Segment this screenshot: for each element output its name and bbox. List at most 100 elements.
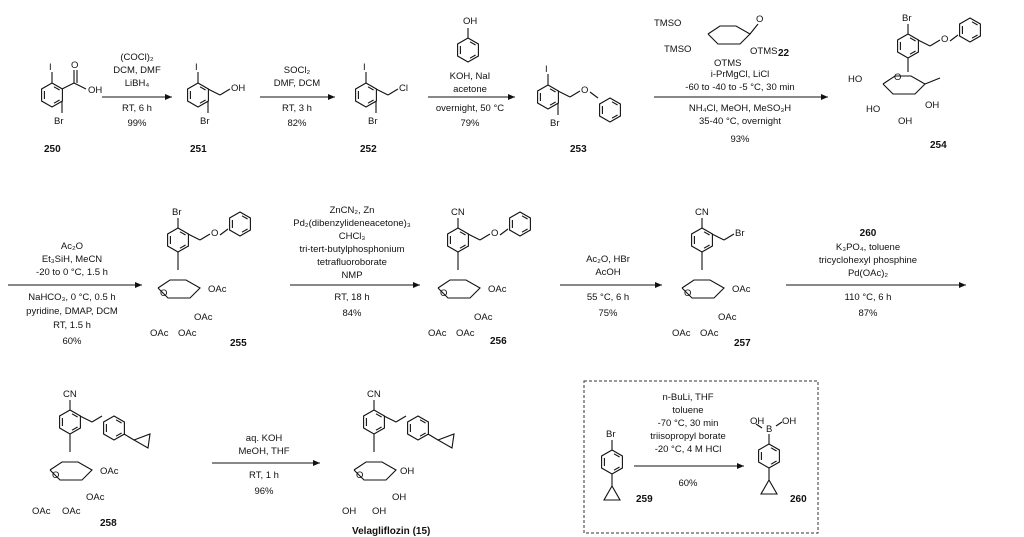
compound-id: 256 (490, 336, 507, 347)
atom-label: OAc (194, 312, 213, 323)
condition: tetrafluoroborate (317, 257, 387, 268)
condition: NH₄Cl, MeOH, MeSO₃H (689, 103, 791, 114)
condition: Ac₂O, HBr (586, 254, 630, 265)
condition: CHCl₃ (339, 231, 366, 242)
atom-label: O (581, 85, 588, 96)
atom-label: Br (54, 116, 64, 127)
condition: RT, 1.5 h (53, 320, 91, 331)
atom-label: Br (200, 116, 210, 127)
atom-label: OAc (178, 328, 197, 339)
compound-251: I Br OH 251 (187, 62, 245, 155)
compound-velagliflozin: CN O OH OH OH OH Velagliflozin (15) (342, 389, 455, 537)
compound-255: Br O O OAc OAc OAc OAc 255 (150, 207, 251, 349)
compound-257: CN Br O OAc OAc OAc OAc 257 (672, 207, 751, 349)
condition: NMP (341, 270, 362, 281)
condition: RT, 1 h (249, 470, 279, 481)
condition: acetone (453, 84, 487, 95)
atom-label: OH (400, 466, 414, 477)
atom-label: OTMS (750, 46, 777, 57)
atom-label: TMSO (654, 18, 681, 29)
reagent-260-label: 260 (860, 228, 877, 239)
atom-label: HO (866, 104, 880, 115)
atom-label: O (52, 470, 59, 481)
atom-label: CN (695, 207, 709, 218)
condition: -60 to -40 to -5 °C, 30 min (685, 82, 794, 93)
atom-label: OAc (456, 328, 475, 339)
compound-256: CN O O OAc OAc OAc OAc 256 (428, 207, 531, 347)
compound-id: 253 (570, 144, 587, 155)
condition: Ac₂O (61, 241, 83, 252)
atom-label: OAc (718, 312, 737, 323)
condition: ZnCN₂, Zn (330, 205, 375, 216)
condition: n-BuLi, THF (662, 392, 713, 403)
condition: aq. KOH (246, 433, 283, 444)
condition: RT, 3 h (282, 103, 312, 114)
condition: overnight, 50 °C (436, 103, 504, 114)
atom-label: O (894, 72, 901, 83)
atom-label: O (71, 60, 78, 71)
compound-id: 257 (734, 338, 751, 349)
atom-label: I (195, 62, 198, 73)
atom-label: OH (898, 116, 912, 127)
atom-label: O (211, 228, 218, 239)
condition: -20 °C, 4 M HCl (655, 444, 722, 455)
compound-id: 252 (360, 144, 377, 155)
atom-label: OAc (150, 328, 169, 339)
reaction-step-1: (COCl)₂ DCM, DMF LiBH₄ RT, 6 h 99% (102, 52, 172, 129)
atom-label: OTMS (714, 58, 741, 69)
compound-id: 251 (190, 144, 207, 155)
atom-label: OAc (208, 284, 227, 295)
compound-id: 259 (636, 494, 653, 505)
atom-label: OAc (474, 312, 493, 323)
compound-253: I Br O 253 (537, 64, 621, 155)
reaction-step-6: ZnCN₂, Zn Pd₂(dibenzylideneacetone)₃ CHC… (290, 205, 420, 319)
yield: 87% (858, 308, 878, 319)
condition: SOCl₂ (284, 65, 311, 76)
compound-id: 22 (778, 48, 790, 59)
condition: RT, 18 h (334, 292, 369, 303)
reaction-step-9: aq. KOH MeOH, THF RT, 1 h 96% (212, 433, 320, 497)
compound-259: Br 259 (601, 429, 653, 505)
atom-label: Br (550, 118, 560, 129)
yield: 79% (460, 118, 480, 129)
atom-label: Br (368, 116, 378, 127)
yield: 75% (598, 308, 618, 319)
atom-label: Br (735, 228, 745, 239)
atom-label: CN (63, 389, 77, 400)
atom-label: OAc (86, 492, 105, 503)
atom-label: OAc (100, 466, 119, 477)
atom-label: OAc (732, 284, 751, 295)
atom-label: OH (463, 16, 477, 27)
atom-label: O (941, 34, 948, 45)
reagent-22: O TMSO TMSO OTMS OTMS 22 (654, 14, 790, 69)
atom-label: OH (750, 416, 764, 427)
atom-label: OH (342, 506, 356, 517)
condition: K₃PO₄, toluene (836, 242, 900, 253)
yield: 99% (127, 118, 147, 129)
condition: 110 °C, 6 h (845, 292, 892, 303)
atom-label: O (440, 288, 447, 299)
condition: MeOH, THF (238, 446, 289, 457)
atom-label: OAc (32, 506, 51, 517)
atom-label: OAc (700, 328, 719, 339)
atom-label: O (356, 470, 363, 481)
atom-label: I (545, 64, 548, 75)
atom-label: TMSO (664, 44, 691, 55)
atom-label: I (363, 62, 366, 73)
condition: (COCl)₂ (120, 52, 154, 63)
atom-label: OAc (62, 506, 81, 517)
condition: DMF, DCM (274, 78, 321, 89)
condition: AcOH (595, 267, 620, 278)
yield: 96% (254, 486, 274, 497)
compound-id: 260 (790, 494, 807, 505)
compound-252: I Br Cl 252 (355, 62, 408, 155)
atom-label: OAc (488, 284, 507, 295)
condition: toluene (672, 405, 703, 416)
condition: -20 to 0 °C, 1.5 h (36, 267, 108, 278)
yield: 60% (678, 478, 698, 489)
reaction-step-3: OH KOH, NaI acetone overnight, 50 °C 79% (428, 16, 515, 129)
atom-label: O (491, 228, 498, 239)
atom-label: OH (925, 100, 939, 111)
condition: DCM, DMF (113, 65, 161, 76)
